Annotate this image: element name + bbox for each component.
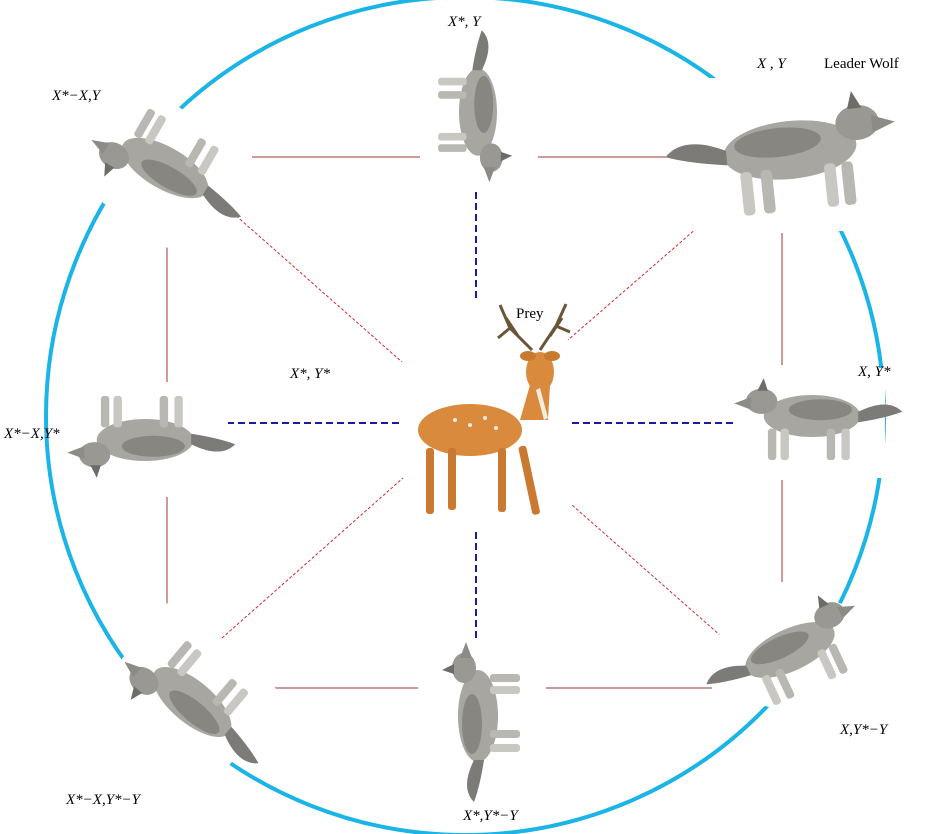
blue-dashed-edges (227, 192, 735, 640)
wolf-right (734, 368, 903, 478)
deer-prey (418, 303, 571, 515)
label-left-wolf: X*−X,Y* (3, 426, 60, 442)
solid-edges (166, 156, 783, 689)
label-bottom-left-wolf: X*−X,Y*−Y (65, 792, 142, 808)
diag-bottom-left (221, 477, 404, 639)
wolf-top (420, 30, 538, 183)
wolf-leader (660, 78, 904, 231)
label-leader-coords: X , Y (756, 56, 787, 72)
deer-body (418, 404, 522, 456)
wolf-bottom-left (85, 602, 290, 798)
label-bottom-wolf: X*,Y*−Y (462, 808, 519, 824)
label-top-wolf: X*, Y (447, 14, 482, 30)
wolf-top-left (58, 71, 270, 271)
diag-top-right (567, 227, 698, 341)
diag-bottom-right (571, 504, 722, 637)
deer-head (526, 352, 554, 392)
deer-antler-left (497, 304, 534, 352)
wolf-left (67, 385, 236, 493)
label-leader-wolf: Leader Wolf (824, 56, 899, 72)
label-bottom-right-wolf: X,Y*−Y (839, 722, 889, 738)
label-top-left-wolf: X*−X,Y (51, 88, 102, 104)
wolf-bottom (418, 640, 546, 802)
wolf-bottom-right (692, 568, 885, 734)
red-dashed-edges (221, 205, 722, 639)
diag-top-left (224, 205, 403, 363)
label-right-wolf: X, Y* (857, 364, 891, 380)
label-prey: Prey (516, 306, 544, 322)
label-center: X*, Y* (289, 366, 331, 382)
deer-antler-right (538, 303, 571, 351)
